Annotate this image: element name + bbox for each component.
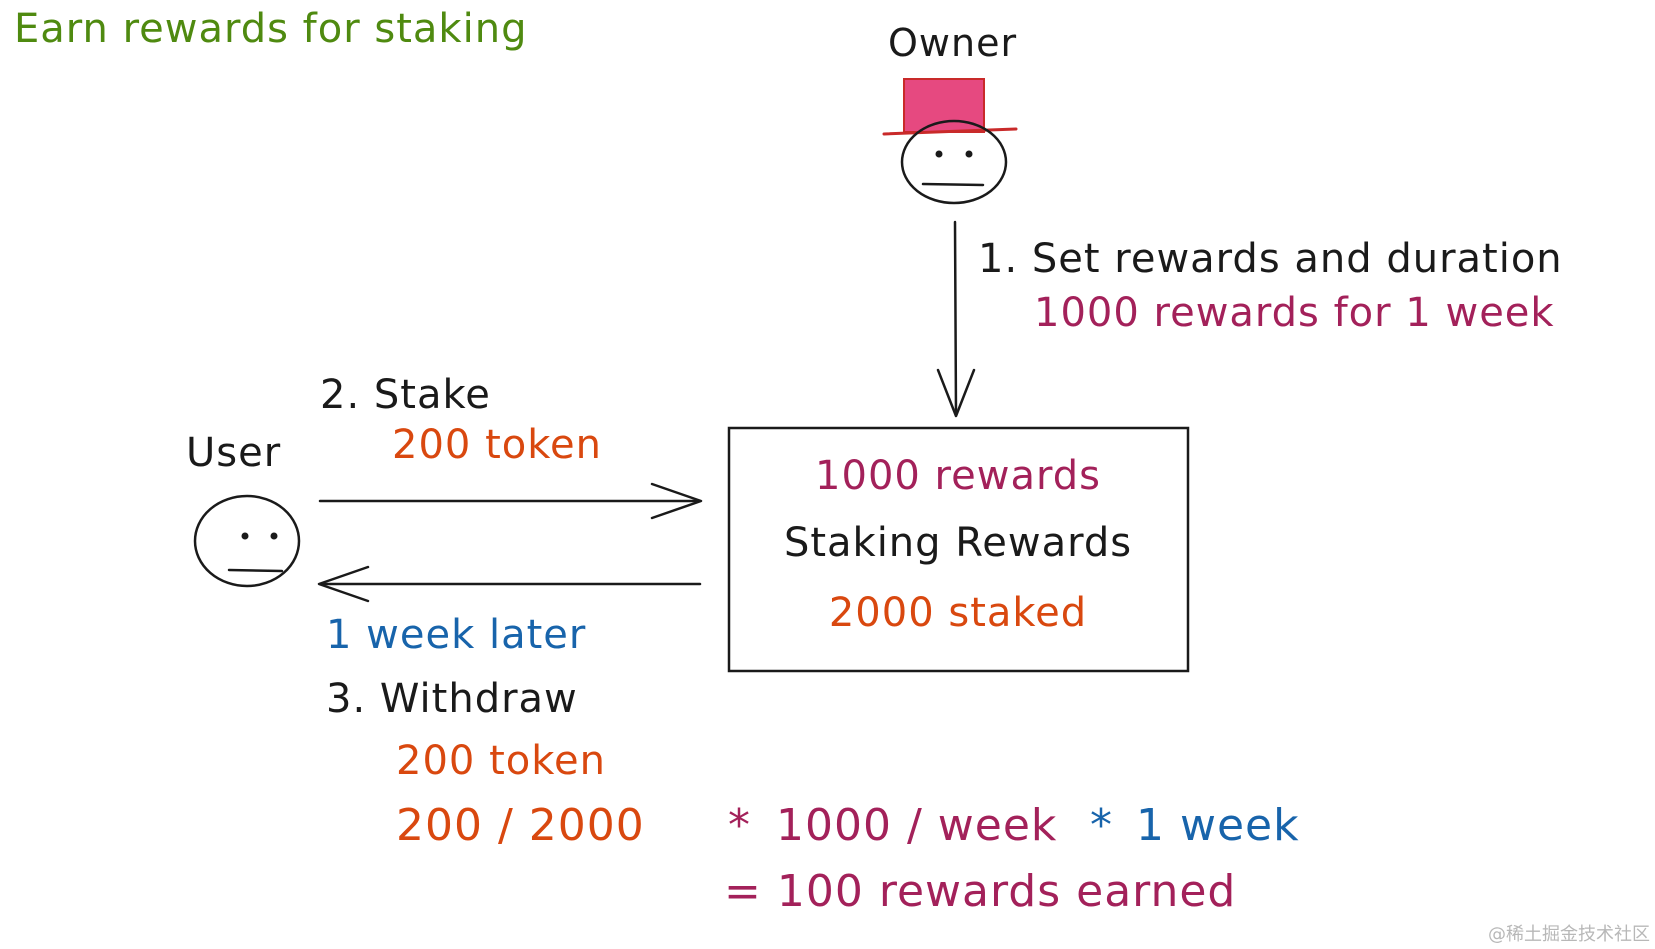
formula-share: 200 / 2000 [396, 800, 645, 851]
watermark: @稀土掘金技术社区 [1488, 924, 1650, 945]
owner-face-icon [900, 119, 1008, 205]
contract-name: Staking Rewards [784, 520, 1132, 566]
owner-figure: Owner [882, 21, 1018, 205]
contract-staked: 2000 staked [829, 590, 1087, 636]
arrow-owner-to-contract [936, 220, 976, 418]
step1-detail: 1000 rewards for 1 week [1034, 290, 1555, 336]
reward-formula: 200 / 2000 * 1000 / week * 1 week [396, 800, 1300, 851]
owner-label: Owner [888, 21, 1017, 65]
step3-label: 3. Withdraw [326, 676, 578, 722]
step1-label: 1. Set rewards and duration [978, 236, 1563, 282]
arrow-stake [318, 482, 703, 520]
formula-rate: 1000 / week [776, 800, 1057, 851]
formula-op2: * [1090, 800, 1113, 851]
formula-op1: * [728, 800, 751, 851]
formula-duration: 1 week [1136, 800, 1300, 851]
staking-rewards-box: 1000 rewards Staking Rewards 2000 staked [727, 426, 1190, 673]
contract-rewards: 1000 rewards [815, 453, 1101, 499]
step3-later: 1 week later [326, 612, 586, 658]
top-hat-icon [882, 78, 1018, 136]
user-label: User [186, 430, 281, 476]
user-figure: User [186, 430, 301, 588]
diagram-title: Earn rewards for staking [14, 6, 527, 52]
step3-detail: 200 token [396, 738, 606, 784]
step2-label: 2. Stake [320, 372, 491, 418]
step2-detail: 200 token [392, 422, 602, 468]
arrow-withdraw [317, 565, 702, 603]
formula-result: = 100 rewards earned [724, 866, 1236, 917]
user-face-icon [193, 494, 301, 588]
